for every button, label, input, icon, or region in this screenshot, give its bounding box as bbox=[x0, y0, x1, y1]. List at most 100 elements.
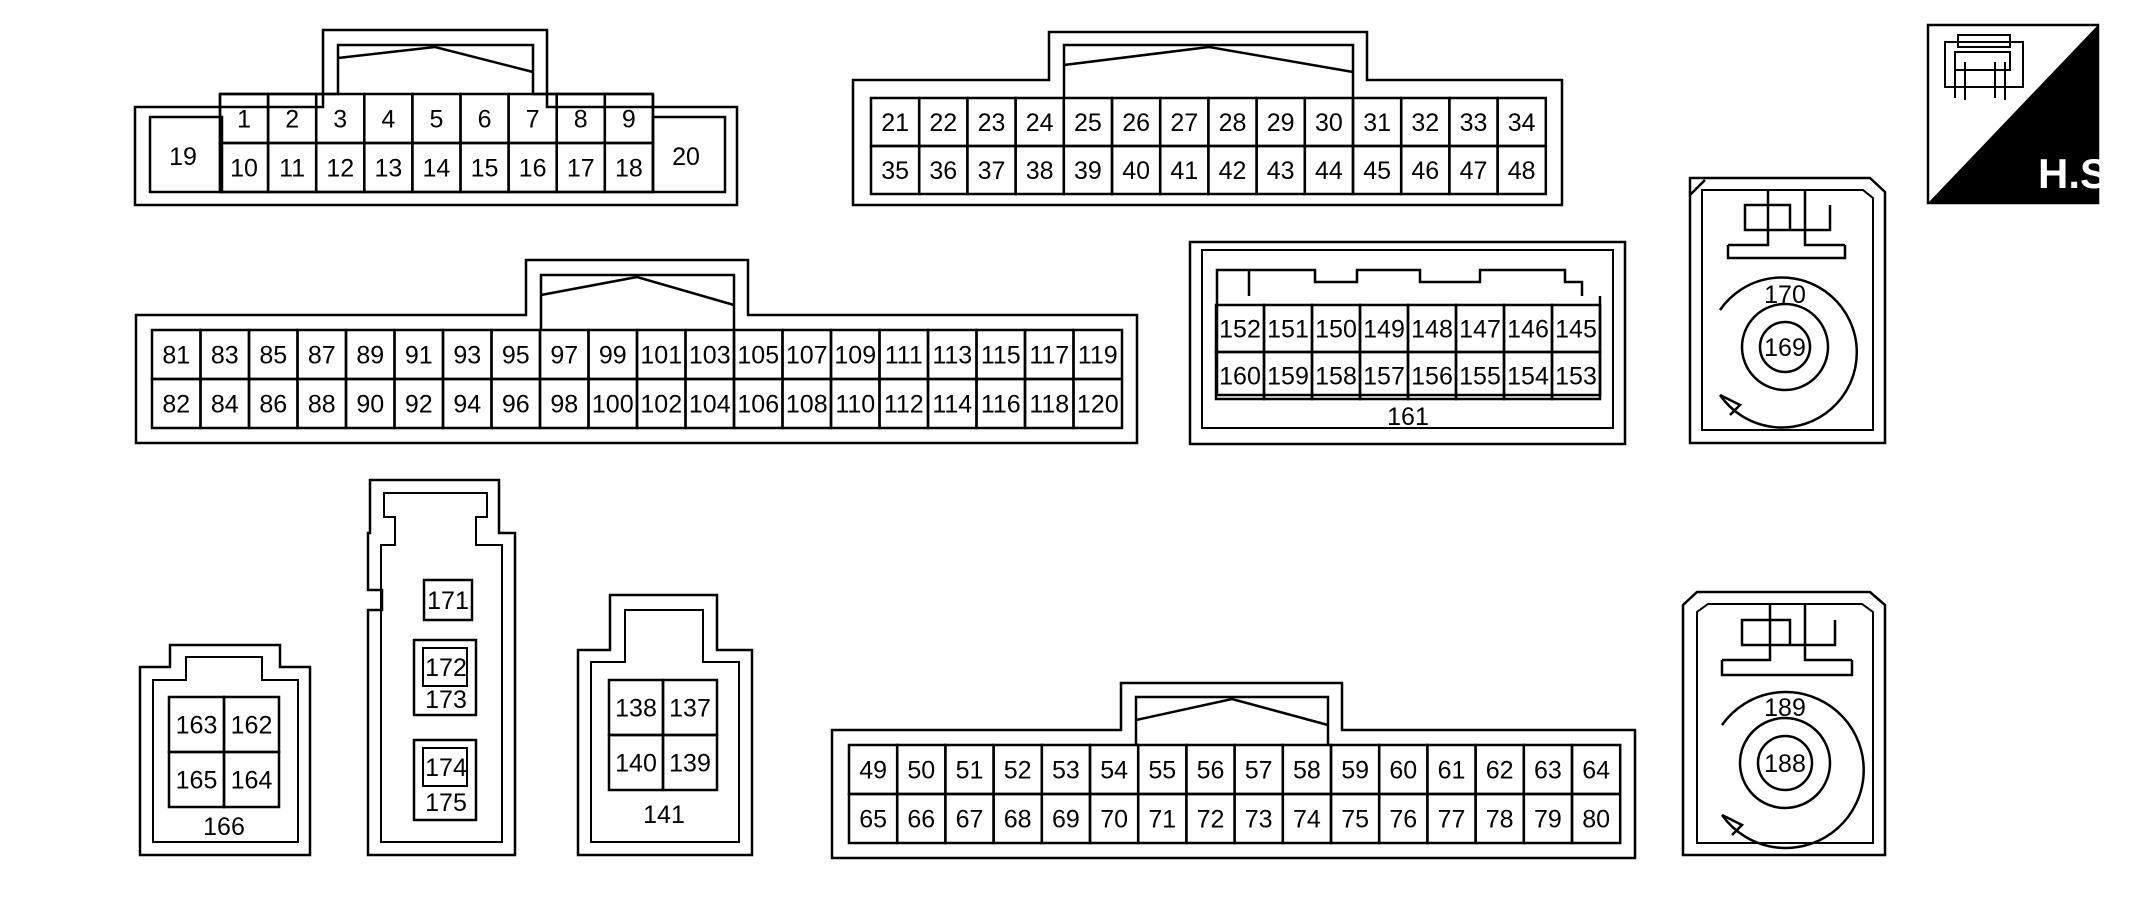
connector-h-housing bbox=[366, 478, 517, 857]
pin-84: 84 bbox=[211, 391, 239, 419]
pin-59: 59 bbox=[1341, 757, 1369, 785]
pin-60: 60 bbox=[1389, 757, 1417, 785]
pin-145: 145 bbox=[1555, 316, 1597, 344]
pin-29: 29 bbox=[1267, 109, 1295, 137]
pin-119: 119 bbox=[1078, 342, 1118, 370]
pin-99: 99 bbox=[599, 342, 627, 370]
pin-87: 87 bbox=[308, 342, 336, 370]
pin-140: 140 bbox=[615, 750, 657, 778]
pin-19: 19 bbox=[169, 143, 197, 171]
pin-90: 90 bbox=[356, 391, 384, 419]
pin-43: 43 bbox=[1267, 157, 1295, 185]
pin-189: 189 bbox=[1764, 694, 1806, 722]
pin-149: 149 bbox=[1363, 316, 1405, 344]
pin-153: 153 bbox=[1555, 363, 1597, 391]
pin-162: 162 bbox=[231, 712, 273, 740]
pin-102: 102 bbox=[640, 391, 682, 419]
pin-7: 7 bbox=[526, 106, 540, 134]
pin-55: 55 bbox=[1148, 757, 1176, 785]
pin-25: 25 bbox=[1074, 109, 1102, 137]
pin-159: 159 bbox=[1267, 363, 1309, 391]
pin-39: 39 bbox=[1074, 157, 1102, 185]
pin-101: 101 bbox=[640, 342, 682, 370]
pin-56: 56 bbox=[1197, 757, 1225, 785]
connector-f-label: 166 bbox=[203, 813, 245, 841]
connector-e-housing bbox=[830, 681, 1637, 860]
pin-62: 62 bbox=[1486, 757, 1514, 785]
pin-53: 53 bbox=[1052, 757, 1080, 785]
pin-73: 73 bbox=[1245, 806, 1273, 834]
pin-118: 118 bbox=[1029, 391, 1069, 419]
pin-76: 76 bbox=[1389, 806, 1417, 834]
pin-63: 63 bbox=[1534, 757, 1562, 785]
pin-58: 58 bbox=[1293, 757, 1321, 785]
pin-17: 17 bbox=[567, 155, 595, 183]
pin-45: 45 bbox=[1363, 157, 1391, 185]
pin-cell bbox=[1550, 350, 1602, 401]
pin-81: 81 bbox=[162, 342, 190, 370]
pin-146: 146 bbox=[1507, 316, 1549, 344]
pin-92: 92 bbox=[405, 391, 433, 419]
pin-65: 65 bbox=[859, 806, 887, 834]
pin-57: 57 bbox=[1245, 757, 1273, 785]
pin-165: 165 bbox=[176, 767, 218, 795]
pin-120: 120 bbox=[1077, 391, 1119, 419]
pin-93: 93 bbox=[453, 342, 481, 370]
connector-g-housing bbox=[576, 593, 754, 857]
pin-8: 8 bbox=[574, 106, 588, 134]
pin-47: 47 bbox=[1460, 157, 1488, 185]
pin-107: 107 bbox=[786, 342, 828, 370]
pin-15: 15 bbox=[471, 155, 499, 183]
pin-78: 78 bbox=[1486, 806, 1514, 834]
pin-cell bbox=[222, 750, 281, 809]
pin-6: 6 bbox=[478, 106, 492, 134]
pin-38: 38 bbox=[1026, 157, 1054, 185]
pin-109: 109 bbox=[834, 342, 876, 370]
pin-11: 11 bbox=[279, 155, 305, 183]
pin-31: 31 bbox=[1363, 109, 1391, 137]
pin-169: 169 bbox=[1764, 334, 1806, 362]
pin-69: 69 bbox=[1052, 806, 1080, 834]
pin-110: 110 bbox=[835, 391, 875, 419]
pin-113: 113 bbox=[932, 342, 972, 370]
pin-139: 139 bbox=[669, 750, 711, 778]
pin-27: 27 bbox=[1170, 109, 1198, 137]
pin-13: 13 bbox=[374, 155, 402, 183]
pin-cell bbox=[1072, 377, 1124, 430]
pin-88: 88 bbox=[308, 391, 336, 419]
pin-30: 30 bbox=[1315, 109, 1343, 137]
pin-188: 188 bbox=[1764, 750, 1806, 778]
pin-89: 89 bbox=[356, 342, 384, 370]
pin-97: 97 bbox=[550, 342, 578, 370]
pin-51: 51 bbox=[956, 757, 984, 785]
pin-83: 83 bbox=[211, 342, 239, 370]
pin-85: 85 bbox=[259, 342, 287, 370]
pin-46: 46 bbox=[1411, 157, 1439, 185]
pin-137: 137 bbox=[669, 695, 711, 723]
pin-50: 50 bbox=[907, 757, 935, 785]
pin-18: 18 bbox=[615, 155, 643, 183]
pin-174: 174 bbox=[425, 754, 467, 782]
pin-35: 35 bbox=[881, 157, 909, 185]
connector-j-housing bbox=[1681, 590, 1887, 857]
pin-91: 91 bbox=[405, 342, 433, 370]
pin-170: 170 bbox=[1764, 281, 1806, 309]
pin-16: 16 bbox=[519, 155, 547, 183]
pin-22: 22 bbox=[929, 109, 957, 137]
pin-68: 68 bbox=[1004, 806, 1032, 834]
pin-86: 86 bbox=[259, 391, 287, 419]
pin-40: 40 bbox=[1122, 157, 1150, 185]
pin-2: 2 bbox=[285, 106, 299, 134]
pin-94: 94 bbox=[453, 391, 481, 419]
pin-80: 80 bbox=[1582, 806, 1610, 834]
pin-79: 79 bbox=[1534, 806, 1562, 834]
pin-156: 156 bbox=[1411, 363, 1453, 391]
pin-33: 33 bbox=[1460, 109, 1488, 137]
pin-117: 117 bbox=[1029, 342, 1069, 370]
pin-64: 64 bbox=[1582, 757, 1610, 785]
pin-5: 5 bbox=[429, 106, 443, 134]
pin-103: 103 bbox=[689, 342, 731, 370]
pin-138: 138 bbox=[615, 695, 657, 723]
pin-70: 70 bbox=[1100, 806, 1128, 834]
pin-26: 26 bbox=[1122, 109, 1150, 137]
